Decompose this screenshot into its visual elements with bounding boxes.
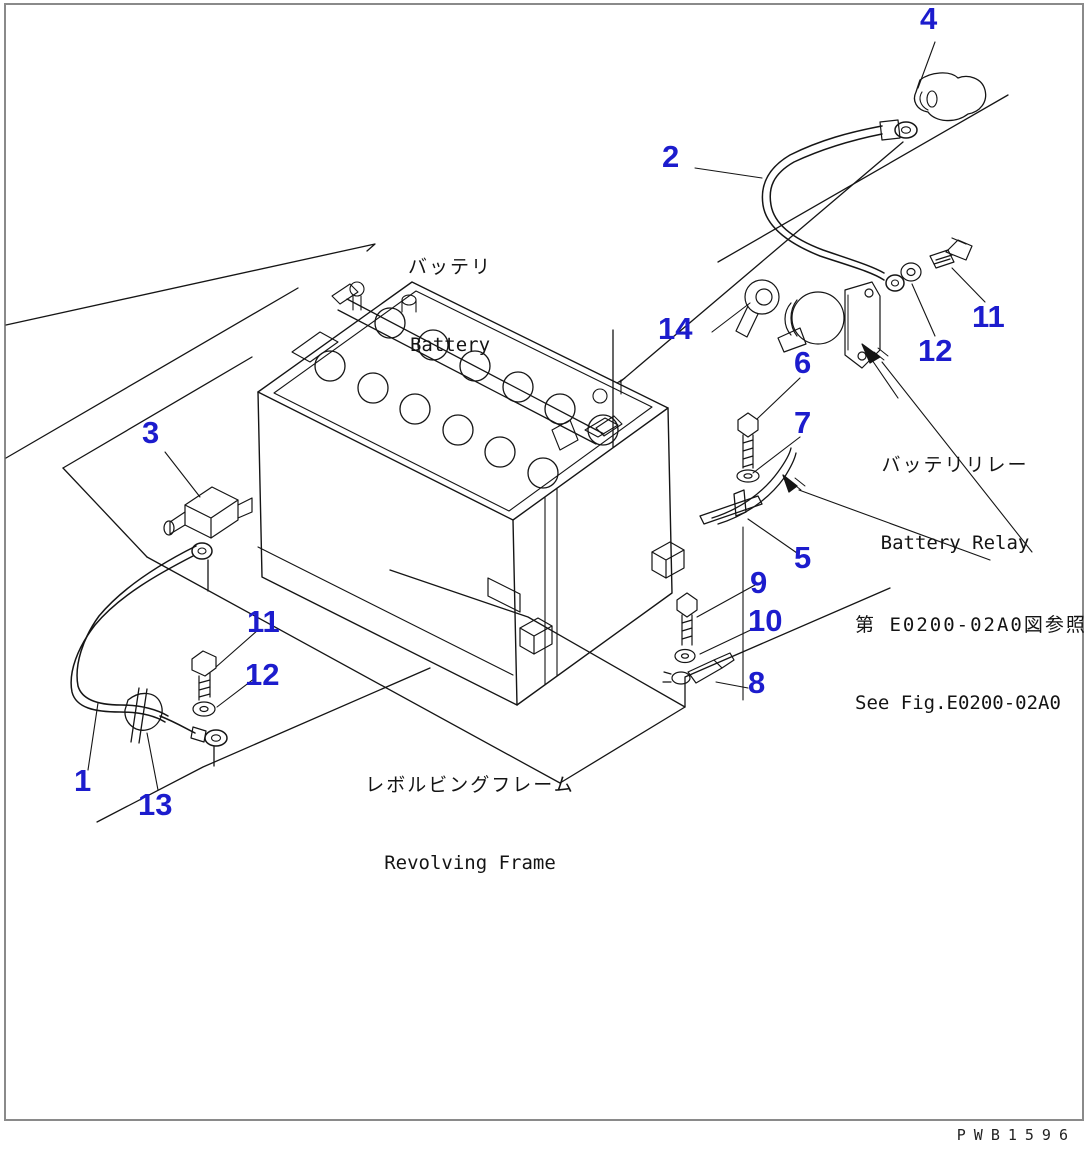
callout-3: 3 [142,415,160,450]
callout-6: 6 [794,345,812,380]
terminal-cap-4 [913,72,987,122]
callout-8: 8 [748,665,766,700]
callout-7: 7 [794,405,812,440]
battery-relay-drawing [735,279,1033,553]
battery-cable-1 [70,542,228,747]
battery-terminals [291,281,626,451]
bolt-11-left [191,650,217,701]
washer-12-left [192,701,216,717]
revolving-frame-outline [5,94,1009,823]
battery-label-en: Battery [409,334,491,356]
callout-12-right: 12 [918,333,953,368]
callout-9: 9 [750,565,768,600]
callout-11-left: 11 [247,604,280,639]
cable-clamp-13 [124,687,163,744]
battery-label-jp: バッテリ [407,256,492,278]
callout-4: 4 [920,1,938,36]
callout-leader-lines [87,41,986,791]
see-fig-reference: 第 E0200-02A0図参照 See Fig.E0200-02A0 [855,560,1090,768]
battery-relay-label: バッテリリレー Battery Relay [855,400,1055,608]
hold-down-rod-5 [699,447,991,701]
callout-10: 10 [748,603,783,638]
terminal-14 [735,279,780,338]
battery-relay-label-en: Battery Relay [880,532,1030,554]
see-fig-en: See Fig.E0200-02A0 [855,692,1061,714]
battery-cell-caps [314,307,619,489]
revolving-frame-label-en: Revolving Frame [384,852,556,874]
revolving-frame-label: レボルビングフレーム Revolving Frame [365,720,575,928]
callout-2: 2 [662,139,680,174]
washer-10 [674,648,696,664]
bolt-11-right [929,237,973,269]
battery-cable-2 [761,119,918,292]
callout-5: 5 [794,540,812,575]
washer-12-right [900,262,922,282]
callout-1: 1 [74,763,92,798]
callout-11-right: 11 [972,299,1005,334]
bolt-6 [737,412,759,469]
battery-drawing [257,281,673,706]
frame-nuts [487,541,685,655]
battery-label: バッテリ Battery [355,202,545,410]
callout-14: 14 [658,311,693,346]
elbow-connector-8 [662,652,735,685]
callout-12-left: 12 [245,657,280,692]
revolving-frame-label-jp: レボルビングフレーム [365,774,575,796]
bolt-9 [676,592,698,646]
drawing-number: PWB1596 [956,1126,1076,1144]
battery-relay-label-jp: バッテリリレー [881,454,1029,476]
see-fig-jp: 第 E0200-02A0図参照 [855,614,1087,636]
callout-13: 13 [138,787,173,822]
washer-7-stack [736,469,760,483]
connector-3 [163,486,253,539]
